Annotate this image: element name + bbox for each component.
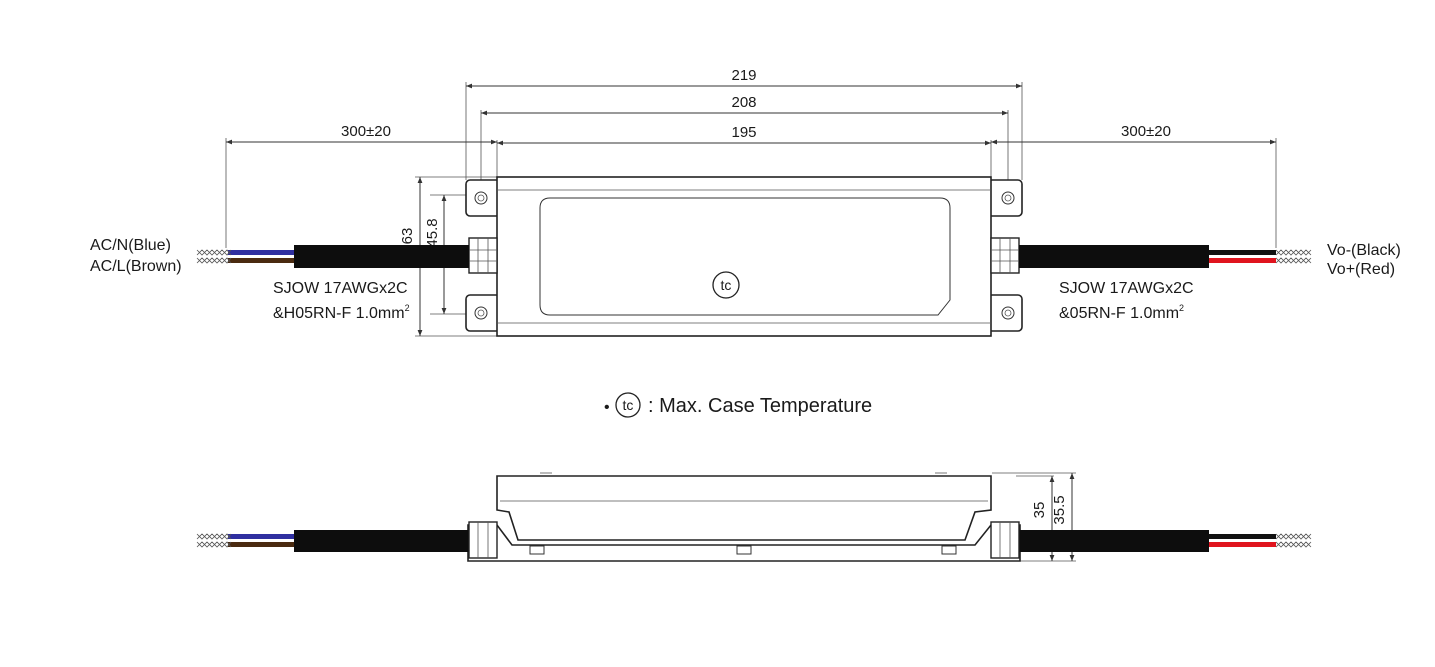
output-cable bbox=[1019, 245, 1209, 268]
case-body bbox=[496, 176, 992, 337]
cable-gland-left-side bbox=[468, 521, 498, 559]
case-side-profile bbox=[496, 475, 992, 541]
vent-slot bbox=[941, 545, 957, 555]
output-wires bbox=[1209, 249, 1312, 264]
label-vo-positive: Vo+(Red) bbox=[1327, 261, 1395, 278]
dim-219: 219 bbox=[731, 67, 756, 84]
label-recess bbox=[539, 197, 951, 316]
tc-symbol: tc bbox=[721, 277, 732, 293]
mounting-tabs bbox=[465, 179, 1023, 332]
vent-slot bbox=[736, 545, 752, 555]
stripped-ends bbox=[1275, 249, 1312, 264]
top-view: 219 208 195 300±20 300±20 63 45.8 105 20 bbox=[90, 67, 1401, 337]
tc-marker: tc bbox=[712, 271, 740, 299]
wire-blue-side bbox=[228, 534, 294, 539]
tab-top-left bbox=[465, 179, 501, 217]
wire-black-side bbox=[1209, 534, 1276, 539]
extension-lines bbox=[225, 82, 1277, 337]
tab-bottom-left bbox=[465, 294, 501, 332]
vent-slot bbox=[529, 545, 545, 555]
wire-brown-side bbox=[228, 542, 294, 547]
input-cable-side bbox=[294, 530, 469, 552]
cable-gland-right-side bbox=[990, 521, 1020, 559]
label-ac-neutral: AC/N(Blue) bbox=[90, 237, 171, 254]
mounting-hole bbox=[474, 191, 488, 205]
legend-bullet: • bbox=[604, 399, 610, 416]
wire-red-side bbox=[1209, 542, 1276, 547]
wire-red bbox=[1209, 258, 1276, 263]
input-wires bbox=[196, 249, 294, 264]
output-cable-spec-line1: SJOW 17AWGx2C bbox=[1059, 280, 1194, 297]
wire-brown bbox=[228, 258, 294, 263]
dim-35-5: 35.5 bbox=[1051, 495, 1068, 524]
tc-legend: • tc : Max. Case Temperature bbox=[604, 392, 872, 418]
cable-gland-left bbox=[468, 237, 498, 274]
mounting-hole bbox=[1001, 306, 1015, 320]
cable-gland-right bbox=[990, 237, 1020, 274]
input-cable bbox=[294, 245, 469, 268]
dim-35: 35 bbox=[1031, 502, 1048, 519]
dim-208: 208 bbox=[731, 94, 756, 111]
dim-right-lead: 300±20 bbox=[1121, 123, 1171, 140]
output-cable-side bbox=[1019, 530, 1209, 552]
wire-blue bbox=[228, 250, 294, 255]
output-cable-spec-line2: &05RN-F 1.0mm2 bbox=[1059, 303, 1184, 322]
side-view: 35 35.5 bbox=[196, 472, 1312, 562]
label-vo-negative: Vo-(Black) bbox=[1327, 242, 1401, 259]
tc-legend-symbol: tc bbox=[623, 397, 634, 413]
dim-63: 63 bbox=[399, 228, 416, 245]
stripped-ends bbox=[196, 249, 232, 264]
dim-45-8: 45.8 bbox=[424, 218, 441, 247]
stripped-ends-side bbox=[196, 533, 1312, 548]
dim-left-lead: 300±20 bbox=[341, 123, 391, 140]
input-cable-spec-line2: &H05RN-F 1.0mm2 bbox=[273, 303, 410, 322]
input-cable-spec-line1: SJOW 17AWGx2C bbox=[273, 280, 408, 297]
label-ac-line: AC/L(Brown) bbox=[90, 258, 182, 275]
mounting-hole bbox=[474, 306, 488, 320]
mounting-hole bbox=[1001, 191, 1015, 205]
dim-195: 195 bbox=[731, 124, 756, 141]
wire-black bbox=[1209, 250, 1276, 255]
legend-text: : Max. Case Temperature bbox=[648, 395, 872, 417]
tc-legend-symbol-circle bbox=[615, 392, 641, 418]
